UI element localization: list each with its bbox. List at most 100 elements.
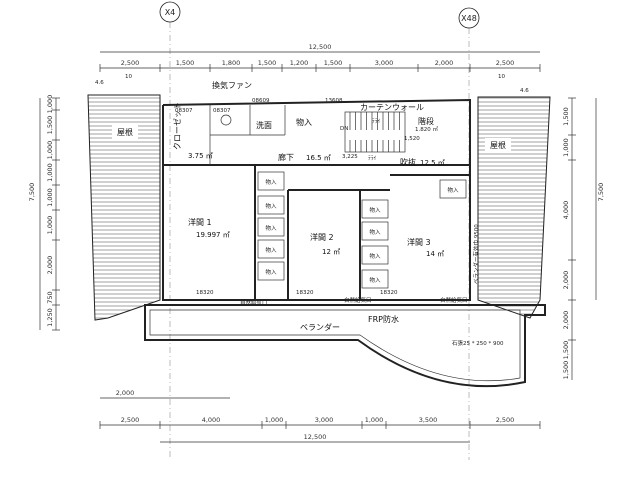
- storage-label: 物入: [369, 252, 381, 260]
- storage-box: [257, 171, 285, 191]
- axis-x48-label: X48: [461, 14, 477, 23]
- storage-box: [257, 239, 285, 259]
- dim-left-seg: 2,000: [46, 256, 54, 275]
- roof-left: 屋根 4.6 10: [87, 74, 161, 321]
- dim-bottom-seg: 2,500: [496, 416, 515, 424]
- storage-box: [361, 269, 389, 289]
- dim-left-seg: 1,000: [46, 188, 54, 207]
- handrail-label: 石張25 * 250 * 900: [452, 340, 504, 347]
- dim-left-seg: 1,000: [46, 216, 54, 235]
- veranda: [144, 304, 546, 388]
- vent-fan-label: 換気ファン: [212, 80, 252, 90]
- veranda-label: ベランダー: [300, 322, 340, 332]
- veranda-width-label: ベランダー有効巾 9500: [472, 224, 480, 284]
- dim-top-seg: 1,500: [258, 59, 277, 67]
- slope-left-b: 10: [125, 74, 132, 80]
- frp-label: FRP防水: [368, 314, 399, 324]
- dim-top-seg: 1,200: [290, 59, 309, 67]
- hallway-name: 廊下: [278, 152, 294, 162]
- storage-box: [361, 199, 389, 219]
- storage-wash: 物入: [296, 117, 312, 127]
- room3-area: 14 ㎡: [426, 250, 444, 258]
- dim-left-seg: 1,000: [46, 141, 54, 160]
- grid-axis-x4: X4: [159, 1, 181, 460]
- frame-code-3: 08609: [252, 98, 270, 104]
- frame-code-1: 08307: [175, 108, 193, 114]
- dim-bottom-seg: 3,000: [315, 416, 334, 424]
- slope-right-a: 10: [498, 74, 505, 80]
- dim-right-seg: 2,000: [562, 311, 570, 330]
- dim-top-seg: 1,500: [176, 59, 195, 67]
- vent-outlet-2: 自然給気口: [344, 296, 372, 304]
- slope-left-a: 4.6: [95, 80, 104, 86]
- toilet-icon: [220, 114, 232, 126]
- right-dimensions: 7,500 1,5001,0004,0002,0002,0001,5001,50…: [562, 97, 605, 380]
- roof-right-label: 屋根: [490, 140, 506, 150]
- room1-name: 洋間 1: [188, 217, 212, 227]
- vent-outlet-1: 自然給気口: [240, 299, 268, 307]
- left-dimensions: 7,500 1,000 1,500 1,000 1,000 1,000 1,000 2,00…: [28, 95, 60, 331]
- stair-dim-1: 1,520: [404, 136, 420, 142]
- dim-bottom-seg: 1,000: [365, 416, 384, 424]
- room2-area: 12 ㎡: [322, 248, 340, 256]
- dim-right-seg: 1,000: [562, 138, 570, 157]
- dim-bottom-total: 12,500: [304, 433, 327, 441]
- dim-left-total: 7,500: [28, 183, 36, 202]
- dim-bottom-offset: 2,000: [116, 389, 135, 397]
- slope-right-b: 4.6: [520, 88, 529, 94]
- dim-bottom-seg: 3,500: [419, 416, 438, 424]
- dim-right-seg: 4,000: [562, 201, 570, 220]
- dim-left-seg: 1,000: [46, 163, 54, 182]
- storage-label: 物入: [265, 224, 277, 232]
- closet-area: 3.75 ㎡: [188, 152, 213, 160]
- dim-left-seg: 1,000: [46, 95, 54, 114]
- dim-top-seg: 2,500: [121, 59, 140, 67]
- closet-name: クローゼット: [172, 102, 182, 150]
- staircase: DN ﾃﾗｲ ﾃﾗｲ 3,225: [340, 111, 406, 162]
- stairs-name: 階段: [418, 116, 434, 126]
- storage-label: 物入: [447, 186, 459, 194]
- dim-right-total: 7,500: [597, 183, 605, 202]
- vent-outlet-3: 自然給気口: [440, 296, 468, 304]
- stair-dim-2: 3,225: [342, 154, 358, 160]
- fukinuke-name: 吹抜: [400, 157, 416, 167]
- frame-code-2: 08307: [213, 108, 231, 114]
- door-code-3: 18320: [380, 290, 398, 296]
- storage-label: 物入: [265, 246, 277, 254]
- dim-bottom-seg: 1,000: [265, 416, 284, 424]
- storage-label: 物入: [265, 178, 277, 186]
- dim-right-seg: 1,500: [562, 107, 570, 126]
- room3-name: 洋間 3: [407, 237, 431, 247]
- roof-right: 屋根 10 4.6 ベランダー有効巾 9500: [472, 74, 551, 319]
- storage-box: [257, 261, 285, 281]
- storage-label: 物入: [369, 276, 381, 284]
- grid-axis-x48: X48: [458, 7, 480, 460]
- fukinuke-area: 12.5 ㎡: [420, 159, 445, 167]
- dim-top-seg: 1,500: [324, 59, 343, 67]
- stairs-area: 1.820 ㎡: [415, 125, 438, 133]
- dim-left-seg: 1,500: [46, 116, 54, 135]
- room1-area: 19.997 ㎡: [196, 231, 230, 239]
- dim-right-seg: 2,000: [562, 271, 570, 290]
- dim-right-lower: 1,500: [562, 361, 570, 380]
- stair-up: ﾃﾗｲ: [372, 118, 381, 125]
- stair-dn: DN: [340, 126, 348, 132]
- dim-right-lower: 1,500: [562, 341, 570, 360]
- hallway-area: 16.5 ㎡: [306, 154, 331, 162]
- dim-bottom-seg: 2,500: [121, 416, 140, 424]
- curtain-wall-label: カーテンウォール: [360, 103, 424, 112]
- dim-top-seg: 2,000: [435, 59, 454, 67]
- storage-label: 物入: [369, 206, 381, 214]
- dim-top-total: 12,500: [309, 43, 332, 51]
- dim-left-seg: 750: [46, 291, 54, 303]
- roof-left-label: 屋根: [117, 127, 133, 137]
- door-code-2: 18320: [296, 290, 314, 296]
- storage-box: [439, 179, 467, 199]
- bottom-dimensions: 2,000 2,500 4,000 1,000 3,000 1,000 3,500 2,50…: [99, 389, 541, 443]
- axis-x4-label: X4: [165, 8, 176, 17]
- stair-up-2: ﾃﾗｲ: [368, 155, 377, 162]
- dim-bottom-seg: 4,000: [202, 416, 221, 424]
